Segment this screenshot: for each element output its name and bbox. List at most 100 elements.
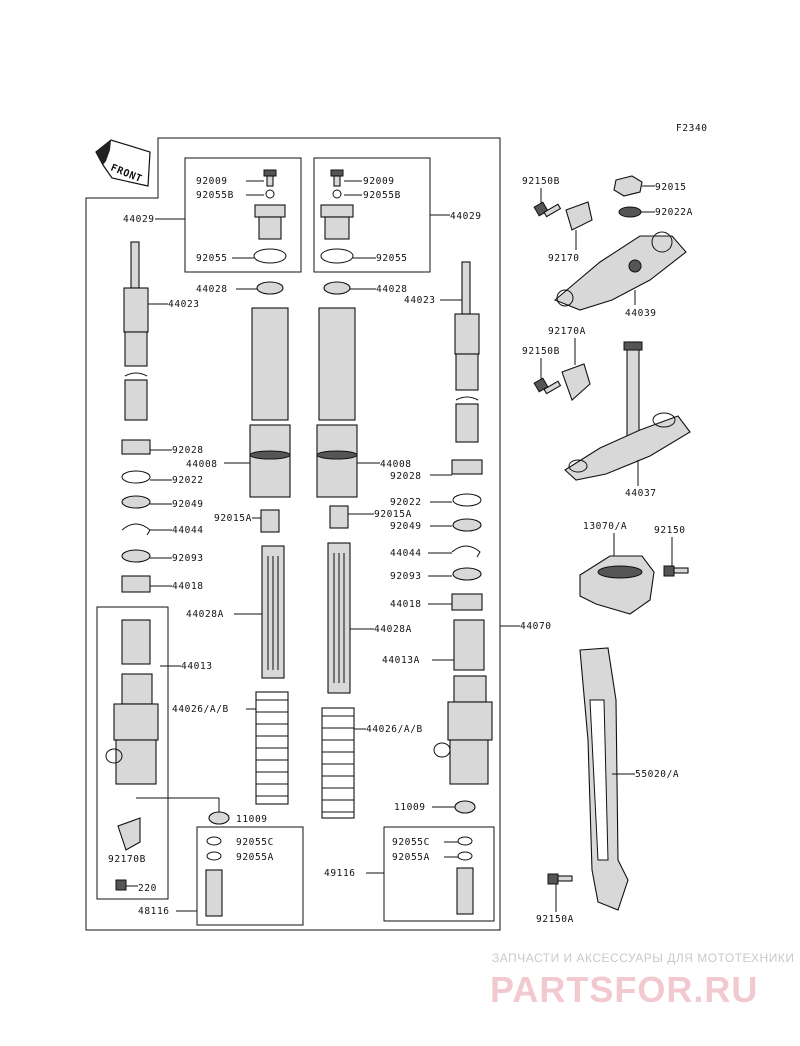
label-44008-right: 44008 <box>380 459 412 470</box>
label-11009-right: 11009 <box>394 802 426 813</box>
label-44018-right: 44018 <box>390 599 422 610</box>
label-44026-right: 44026/A/B <box>366 724 423 735</box>
front-arrow-badge: FRONT <box>95 139 151 187</box>
assembly-frame <box>85 137 501 931</box>
label-92055A-right: 92055A <box>392 852 430 863</box>
watermark-logo: PARTSFOR.RU <box>490 969 758 1010</box>
valve-box-49116 <box>383 826 495 922</box>
spring-left <box>255 691 289 805</box>
label-92055B: 92055B <box>196 190 234 201</box>
label-92093-right: 92093 <box>390 571 422 582</box>
cylinder-44028A-right <box>327 542 351 694</box>
bolt-92150A <box>547 873 573 885</box>
bracket-92170B <box>117 817 141 851</box>
label-44028A-left: 44028A <box>186 609 224 620</box>
label-92022-right: 92022 <box>390 497 422 508</box>
washer-11009-left <box>208 811 230 825</box>
label-92028-left: 92028 <box>172 445 204 456</box>
figure-code: F2340 <box>676 123 708 134</box>
clamp-13070A <box>579 555 655 615</box>
label-92015A-left: 92015A <box>214 513 252 524</box>
label-220: 220 <box>138 883 157 894</box>
label-49116: 49116 <box>324 868 356 879</box>
lower-clamp-stem-44037 <box>564 341 691 481</box>
label-92009-right: 92009 <box>363 176 395 187</box>
label-92055A-left: 92055A <box>236 852 274 863</box>
bolt-92150B-upper <box>533 201 562 218</box>
label-44044-right: 44044 <box>390 548 422 559</box>
label-92028-right: 92028 <box>390 471 422 482</box>
label-92055: 92055 <box>196 253 228 264</box>
label-55020A: 55020/A <box>635 769 679 780</box>
bushing-44028-left <box>256 281 284 295</box>
inner-tube-right <box>454 261 480 443</box>
bracket-92170A <box>561 363 591 401</box>
outer-tube-left <box>249 307 291 498</box>
outer-tube-right <box>316 307 358 498</box>
label-44070: 44070 <box>520 621 552 632</box>
valve-48116-parts <box>205 836 223 917</box>
seal-stack-left <box>121 439 151 593</box>
bottom-case-right <box>433 619 493 785</box>
nut-92015A-right <box>329 505 349 529</box>
label-44044-left: 44044 <box>172 525 204 536</box>
label-44023-left: 44023 <box>168 299 200 310</box>
label-92170A: 92170A <box>548 326 586 337</box>
valve-box-48116 <box>196 826 304 926</box>
label-44039: 44039 <box>625 308 657 319</box>
label-92093-left: 92093 <box>172 553 204 564</box>
upper-clamp-44039 <box>553 175 687 311</box>
label-11009-left: 11009 <box>236 814 268 825</box>
label-44026-left: 44026/A/B <box>172 704 229 715</box>
washer-11009-right <box>454 800 476 814</box>
nut-92015A-left <box>260 509 280 533</box>
label-92009: 92009 <box>196 176 228 187</box>
cylinder-44028A-left <box>261 545 285 679</box>
label-92049-left: 92049 <box>172 499 204 510</box>
label-44013A: 44013A <box>382 655 420 666</box>
bottom-case-box-left <box>96 606 169 900</box>
bolt-220 <box>115 879 127 891</box>
label-92170: 92170 <box>548 253 580 264</box>
label-92049-right: 92049 <box>390 521 422 532</box>
label-92150A: 92150A <box>536 914 574 925</box>
label-44013: 44013 <box>181 661 213 672</box>
fork-guard-55020A <box>579 647 629 911</box>
label-44028-right: 44028 <box>376 284 408 295</box>
bushing-44028-right <box>323 281 351 295</box>
label-44029-right: 44029 <box>450 211 482 222</box>
label-92022-left: 92022 <box>172 475 204 486</box>
label-44018-left: 44018 <box>172 581 204 592</box>
label-92055-right: 92055 <box>376 253 408 264</box>
spring-right <box>321 707 355 819</box>
label-92150: 92150 <box>654 525 686 536</box>
label-92150B-lower: 92150B <box>522 346 560 357</box>
bolt-92150B-lower <box>533 377 562 395</box>
label-44029-left: 44029 <box>123 214 155 225</box>
label-44023-right: 44023 <box>404 295 436 306</box>
seal-stack-right <box>451 459 483 611</box>
label-92015A-right: 92015A <box>374 509 412 520</box>
label-44028A-right: 44028A <box>374 624 412 635</box>
bracket-92170 <box>565 201 593 231</box>
label-44037: 44037 <box>625 488 657 499</box>
label-92015: 92015 <box>655 182 687 193</box>
label-92022A: 92022A <box>655 207 693 218</box>
inner-tube-left <box>123 241 149 421</box>
valve-49116-parts <box>456 836 474 915</box>
watermark-caption: ЗАПЧАСТИ И АКСЕССУАРЫ ДЛЯ МОТОТЕХНИКИ <box>492 951 794 965</box>
label-92055C-left: 92055C <box>236 837 274 848</box>
cap-box-left <box>184 157 302 273</box>
label-92170B: 92170B <box>108 854 146 865</box>
bottom-case-left <box>105 619 159 785</box>
cap-bolt-right-parts <box>320 169 354 264</box>
label-92055C-right: 92055C <box>392 837 430 848</box>
label-92150B-upper: 92150B <box>522 176 560 187</box>
label-13070A: 13070/A <box>583 521 627 532</box>
label-92055B-right: 92055B <box>363 190 401 201</box>
cap-bolt-left-parts <box>253 169 287 264</box>
label-48116: 48116 <box>138 906 170 917</box>
label-44028-left: 44028 <box>196 284 228 295</box>
